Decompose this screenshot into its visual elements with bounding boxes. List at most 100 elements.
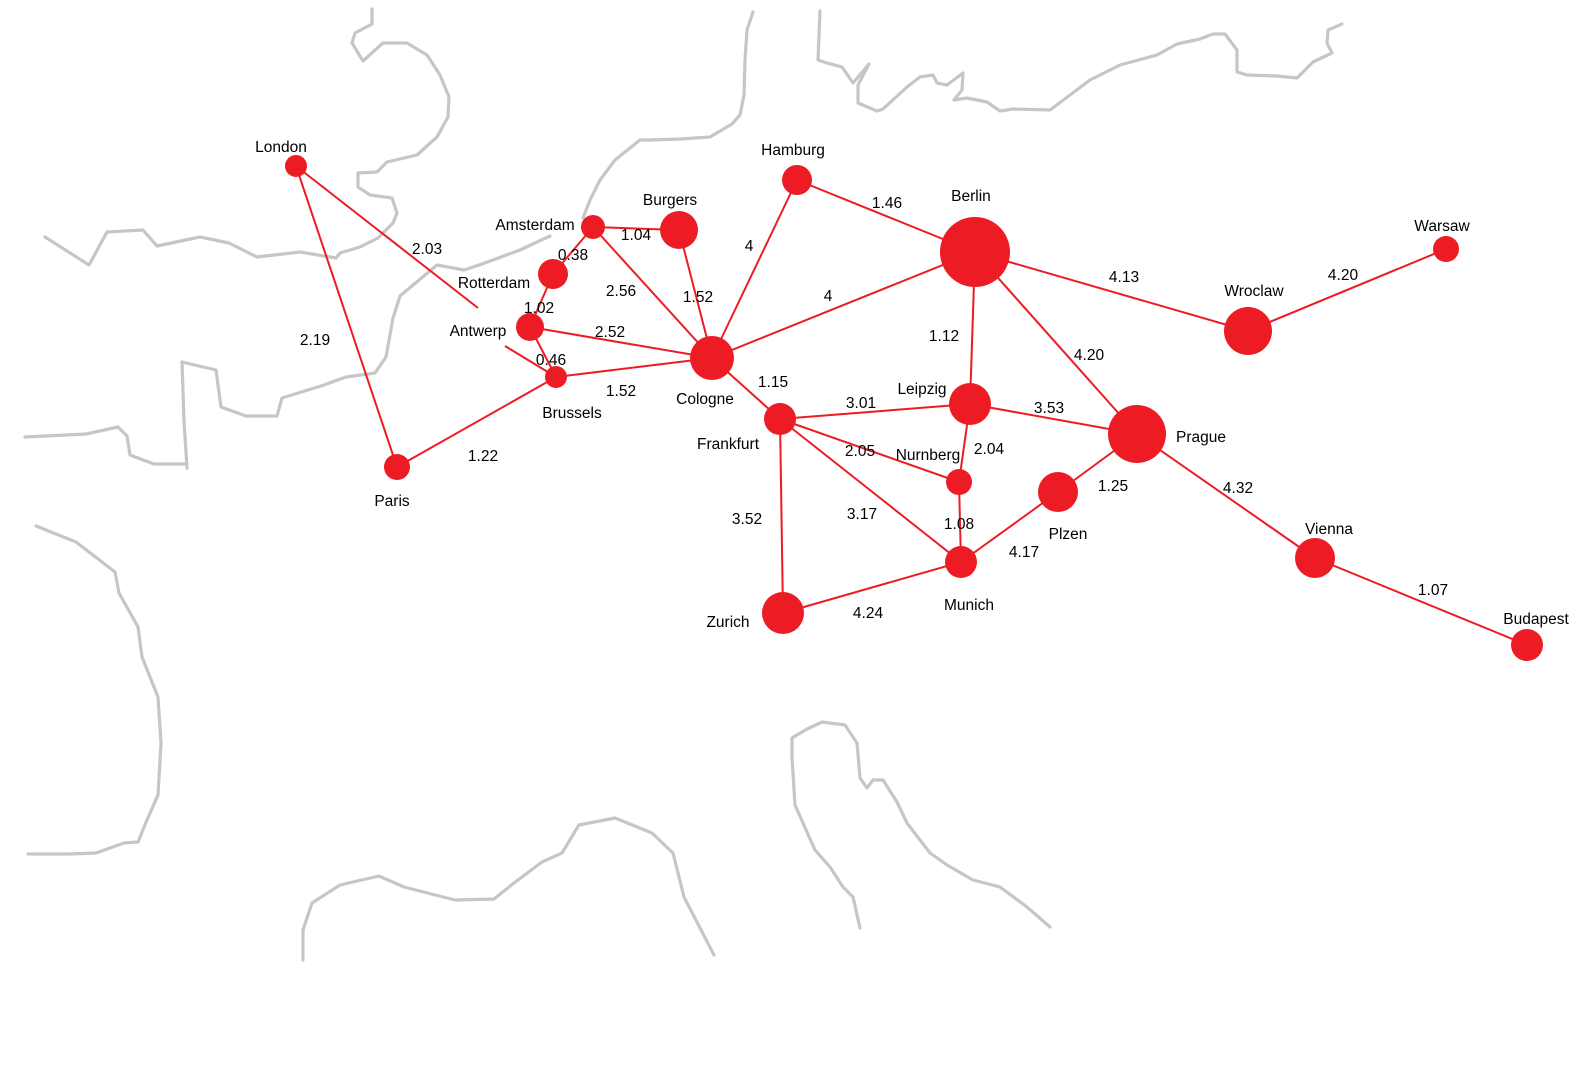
edge-label-paris-brussels: 1.22 [468,448,498,465]
city-node-munich [945,546,977,578]
city-node-berlin [940,217,1010,287]
city-node-zurich [762,592,804,634]
edge-label-leipzig-nurnberg: 2.04 [974,441,1005,458]
city-label-burgers: Burgers [643,192,698,209]
city-label-budapest: Budapest [1503,611,1569,628]
city-node-leipzig [949,383,991,425]
edge-label-london-paris: 2.19 [300,332,330,349]
edge-label-amsterdam-cologne: 2.56 [606,283,636,300]
city-node-plzen [1038,472,1078,512]
edge-label-frankfurt-munich: 3.17 [847,506,877,523]
city-node-budapest [1511,629,1543,661]
edge-zurich-munich [782,561,962,614]
city-label-brussels: Brussels [542,405,602,422]
city-nodes [285,155,1543,661]
edge-label-leipzig-prague: 3.53 [1034,400,1064,417]
city-node-rotterdam [538,259,568,289]
city-node-wroclaw [1224,307,1272,355]
city-node-london [285,155,307,177]
edge-label-frankfurt-leipzig: 3.01 [846,395,876,412]
coastline-britain-east [43,7,451,267]
edge-london-paris [295,165,398,468]
city-node-warsaw [1433,236,1459,262]
city-node-brussels [545,366,567,388]
city-label-paris: Paris [374,493,410,510]
city-node-burgers [660,211,698,249]
edge-label-frankfurt-zurich: 3.52 [732,511,762,528]
coastline-mediterranean [301,816,716,962]
edge-berlin-wroclaw [974,251,1249,332]
coastline-brittany [23,425,188,466]
edge-brussels-cologne [555,357,713,378]
edge-hamburg-cologne [711,179,798,359]
edge-label-antwerp-brussels: 0.46 [536,352,566,369]
city-node-amsterdam [581,215,605,239]
city-node-cologne [690,336,734,380]
edge-label-antwerp-cologne: 2.52 [595,324,625,341]
city-label-leipzig: Leipzig [897,381,946,398]
city-label-munich: Munich [944,597,994,614]
city-node-antwerp [516,313,544,341]
edge-frankfurt-nurnberg [779,418,960,483]
city-label-amsterdam: Amsterdam [495,217,574,234]
edge-label-berlin-wroclaw: 4.13 [1109,269,1139,286]
coastline-channel-france [180,234,552,470]
city-label-nurnberg: Nurnberg [896,447,961,464]
edge-paris-brussels [396,376,557,468]
city-node-paris [384,454,410,480]
coastlines [23,7,1344,962]
city-label-antwerp: Antwerp [450,323,507,340]
city-node-prague [1108,405,1166,463]
edge-amsterdam-cologne [592,226,713,359]
edge-label-amsterdam-burgers: 1.04 [621,227,652,244]
city-label-wroclaw: Wroclaw [1224,283,1284,300]
edge-label-wroclaw-warsaw: 4.20 [1328,267,1359,284]
edge-label-hamburg-cologne: 4 [745,238,754,255]
edge-antwerp-cologne [529,326,713,359]
coastline-netherlands [581,10,755,220]
edge-label-berlin-prague: 4.20 [1074,347,1105,364]
edge-label-hamburg-berlin: 1.46 [872,195,902,212]
edge-label-prague-vienna: 4.32 [1223,480,1253,497]
city-label-zurich: Zurich [706,614,749,631]
edge-label-cologne-frankfurt: 1.15 [758,374,788,391]
edge-label-vienna-budapest: 1.07 [1418,582,1448,599]
city-label-rotterdam: Rotterdam [458,275,530,292]
connection-travel-times: 2.19 2.03 1.04 0.38 1.02 0.46 2.52 2.56 1.52 1.52… [300,195,1448,622]
city-label-plzen: Plzen [1049,526,1088,543]
edge-label-burgers-cologne: 1.52 [683,289,713,306]
city-label-berlin: Berlin [951,188,991,205]
edge-berlin-prague [974,251,1138,435]
rail-connections [295,165,1528,646]
edge-frankfurt-zurich [779,418,784,614]
city-label-frankfurt: Frankfurt [697,436,760,453]
city-label-prague: Prague [1176,429,1226,446]
city-label-warsaw: Warsaw [1414,218,1470,235]
edge-label-frankfurt-nurnberg: 2.05 [845,443,875,460]
city-node-hamburg [782,165,812,195]
edge-wroclaw-warsaw [1247,248,1447,332]
coastline-italy [790,720,1052,930]
edge-label-rotterdam-antwerp: 1.02 [524,300,554,317]
edge-label-berlin-leipzig: 1.12 [929,328,959,345]
edge-label-munich-plzen: 4.17 [1009,544,1039,561]
edge-london-antwerp [295,165,479,309]
edge-label-zurich-munich: 4.24 [853,605,884,622]
city-label-hamburg: Hamburg [761,142,825,159]
edge-label-plzen-prague: 1.25 [1098,478,1128,495]
edge-label-london-antwerp: 2.03 [412,241,442,258]
city-node-nurnberg [946,469,972,495]
edge-prague-vienna [1136,433,1316,559]
coastline-north-germany-poland [816,9,1344,113]
city-label-cologne: Cologne [676,391,734,408]
city-label-london: London [255,139,307,156]
edge-vienna-budapest [1314,557,1528,646]
edge-frankfurt-leipzig [779,403,971,420]
coastline-bay-of-biscay [26,524,163,856]
city-label-vienna: Vienna [1305,521,1353,538]
edge-label-brussels-cologne: 1.52 [606,383,636,400]
edge-label-nurnberg-munich: 1.08 [944,516,974,533]
edge-label-amsterdam-rotterdam: 0.38 [558,247,588,264]
